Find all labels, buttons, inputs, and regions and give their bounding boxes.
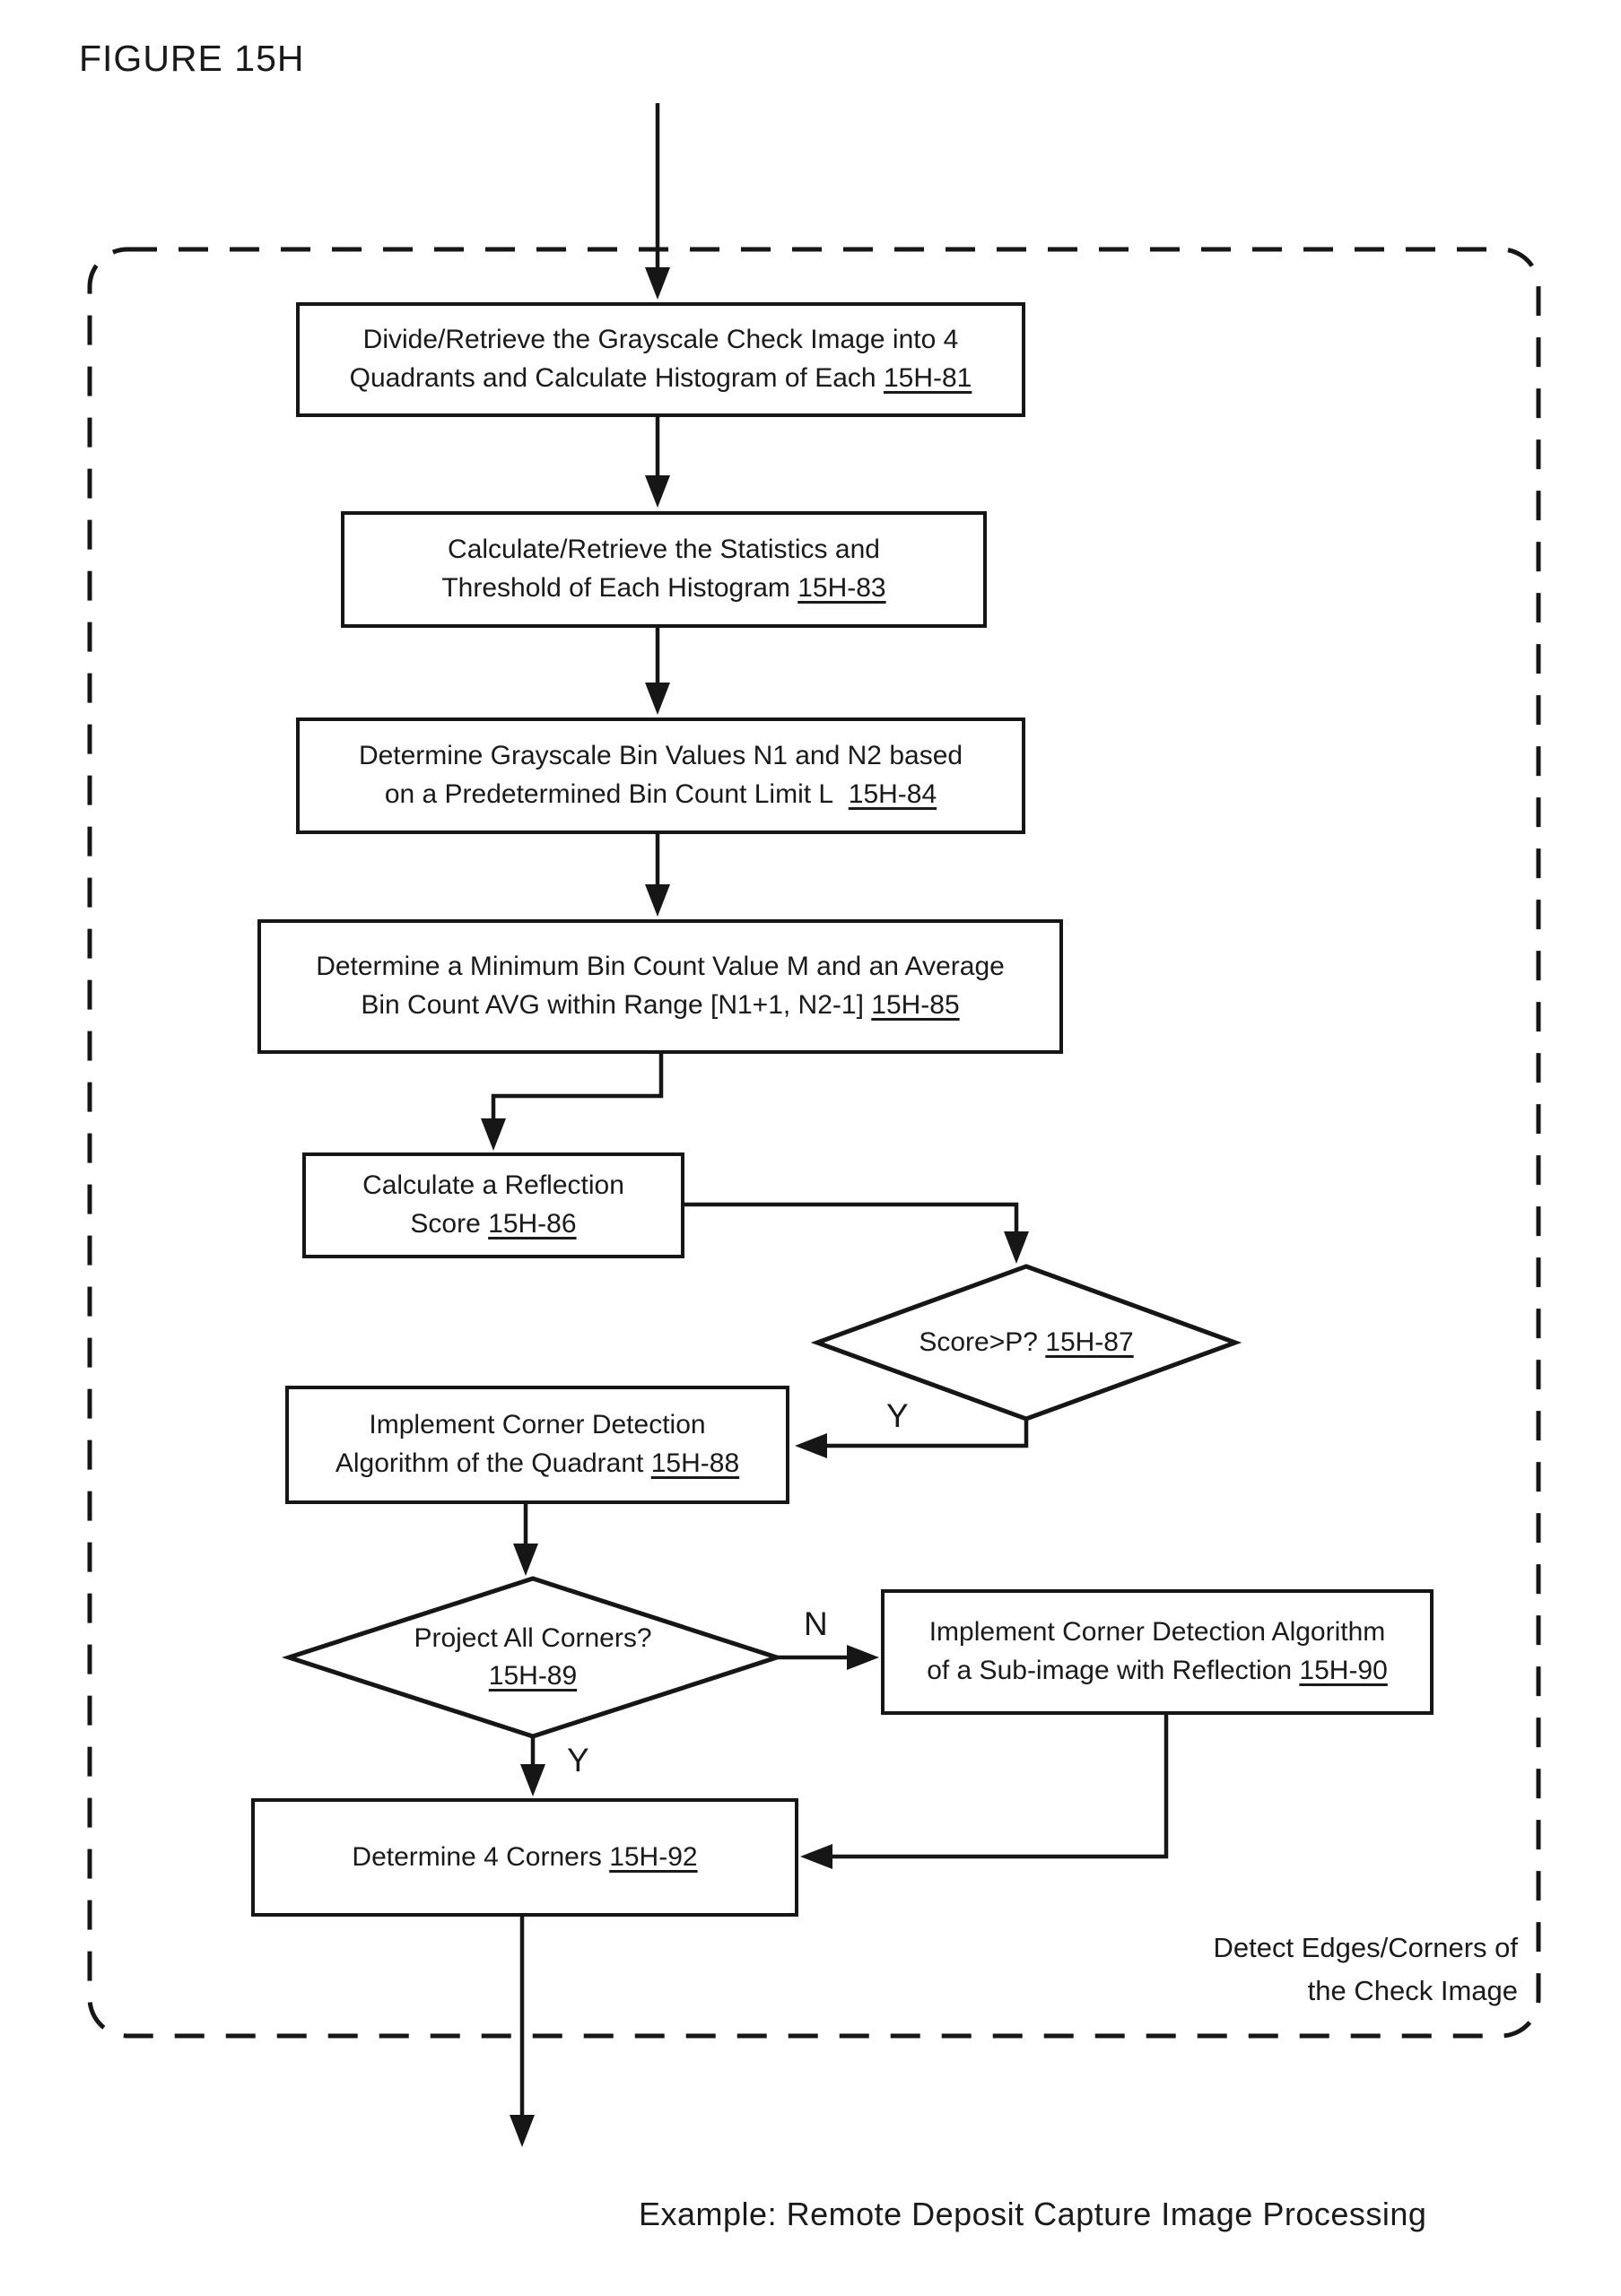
branch-label-yes-87: Y xyxy=(886,1397,909,1434)
ref-label: 15H-86 xyxy=(488,1209,577,1239)
region-label-line: the Check Image xyxy=(1307,1975,1518,2007)
region-label-line: Detect Edges/Corners of xyxy=(1213,1932,1518,1963)
box-text-line: Calculate a Reflection xyxy=(362,1170,624,1201)
flow-box-text: Determine a Minimum Bin Count Value M an… xyxy=(316,948,1005,1024)
flow-box-text: Implement Corner Detection Algorithm of … xyxy=(336,1406,739,1483)
ref-label: 15H-90 xyxy=(1299,1656,1388,1685)
edge-85-86 xyxy=(481,1054,664,1151)
region-label: Detect Edges/Corners of the Check Image xyxy=(1214,1926,1518,2013)
flow-box-15H-90: Implement Corner Detection Algorithm of … xyxy=(881,1589,1434,1715)
flow-box-15H-83: Calculate/Retrieve the Statistics and Th… xyxy=(341,511,987,628)
flow-box-text: Divide/Retrieve the Grayscale Check Imag… xyxy=(350,321,972,397)
box-text-line: Algorithm of the Quadrant xyxy=(335,1448,644,1478)
flow-box-15H-88: Implement Corner Detection Algorithm of … xyxy=(285,1386,789,1504)
flow-box-text: Project All Corners? 15H-89 xyxy=(414,1620,651,1695)
flow-box-text: Determine Grayscale Bin Values N1 and N2… xyxy=(359,737,963,813)
box-text-line: Determine a Minimum Bin Count Value M an… xyxy=(316,952,1005,982)
box-text-line: Calculate/Retrieve the Statistics and xyxy=(448,535,880,565)
ref-label: 15H-92 xyxy=(609,1841,698,1872)
flow-box-15H-92: Determine 4 Corners 15H-92 xyxy=(251,1798,798,1917)
box-text-line: Score xyxy=(410,1209,481,1239)
flow-box-15H-84: Determine Grayscale Bin Values N1 and N2… xyxy=(296,718,1025,834)
box-text-line: of a Sub-image with Reflection xyxy=(927,1656,1293,1685)
edge-86-87 xyxy=(684,1202,1029,1264)
flow-box-text: Determine 4 Corners 15H-92 xyxy=(352,1839,697,1877)
branch-label-yes-89: Y xyxy=(567,1742,589,1779)
decision-text-15H-87: Score>P? 15H-87 xyxy=(847,1316,1206,1370)
box-text-line: Implement Corner Detection xyxy=(369,1410,706,1440)
figure-title: FIGURE 15H xyxy=(79,38,305,79)
figure-caption: Example: Remote Deposit Capture Image Pr… xyxy=(639,2196,1427,2232)
flow-box-15H-85: Determine a Minimum Bin Count Value M an… xyxy=(257,919,1063,1054)
decision-text-15H-89: Project All Corners? 15H-89 xyxy=(353,1608,712,1707)
ref-label: 15H-88 xyxy=(650,1448,740,1478)
flow-box-text: Calculate/Retrieve the Statistics and Th… xyxy=(441,531,885,607)
box-text-line: Determine Grayscale Bin Values N1 and N2… xyxy=(358,741,963,771)
branch-label-no-89: N xyxy=(804,1605,828,1642)
edge-87-88-yes xyxy=(795,1419,1029,1458)
dashed-region-border xyxy=(87,247,1541,2039)
box-text-line: Divide/Retrieve the Grayscale Check Imag… xyxy=(362,325,959,355)
ref-label: 15H-83 xyxy=(797,573,886,603)
decision-diamond-15H-89 xyxy=(281,1576,785,1739)
flow-box-15H-81: Divide/Retrieve the Grayscale Check Imag… xyxy=(296,302,1025,417)
decision-diamond-15H-87 xyxy=(810,1264,1242,1422)
box-text-line: Bin Count AVG within Range [N1+1, N2-1] xyxy=(361,990,864,1020)
ref-label: 15H-89 xyxy=(488,1661,578,1691)
flow-box-text: Implement Corner Detection Algorithm of … xyxy=(927,1613,1388,1690)
ref-label: 15H-85 xyxy=(871,990,960,1020)
flow-box-text: Score>P? 15H-87 xyxy=(919,1324,1133,1361)
box-text-line: Quadrants and Calculate Histogram of Eac… xyxy=(349,363,876,393)
box-text-line: Implement Corner Detection Algorithm xyxy=(928,1617,1386,1648)
flow-box-text: Calculate a Reflection Score 15H-86 xyxy=(362,1167,624,1243)
box-text-line: on a Predetermined Bin Count Limit L xyxy=(384,779,834,809)
ref-label: 15H-87 xyxy=(1045,1327,1134,1357)
box-text-line: Determine 4 Corners xyxy=(352,1841,602,1872)
box-text-line: Threshold of Each Histogram xyxy=(441,573,790,603)
flow-box-15H-86: Calculate a Reflection Score 15H-86 xyxy=(302,1152,684,1258)
ref-label: 15H-84 xyxy=(848,779,937,809)
box-text-line: Project All Corners? xyxy=(414,1623,652,1653)
ref-label: 15H-81 xyxy=(883,363,972,393)
box-text-line: Score>P? xyxy=(919,1327,1038,1357)
edge-90-92 xyxy=(800,1715,1169,1869)
